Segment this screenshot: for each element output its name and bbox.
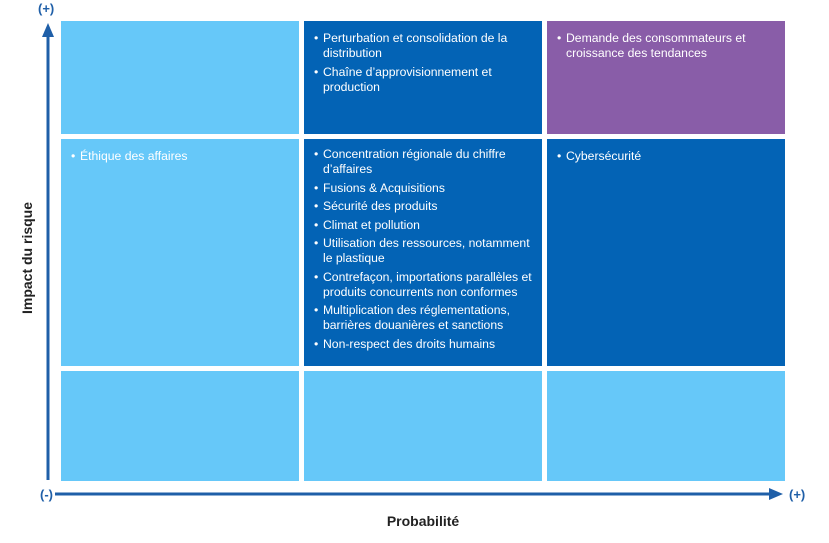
y-axis-arrowhead (42, 23, 54, 37)
risk-item: Concentration régionale du chiffre d’aff… (314, 147, 534, 177)
cell-low-impact-low-probability (61, 371, 299, 481)
risk-item: Perturbation et consolidation de la dist… (314, 31, 534, 61)
risk-list: Éthique des affaires (71, 149, 291, 164)
cell-high-impact-high-probability: Demande des consommateurs et croissance … (547, 21, 785, 134)
origin-low-marker: (-) (40, 487, 53, 502)
risk-list: Perturbation et consolidation de la dist… (314, 31, 534, 95)
risk-matrix: Perturbation et consolidation de la dist… (61, 21, 785, 481)
x-axis-label: Probabilité (386, 513, 460, 529)
cell-low-impact-high-probability (547, 371, 785, 481)
cell-high-impact-low-probability (61, 21, 299, 134)
risk-list: Concentration régionale du chiffre d’aff… (314, 147, 534, 352)
risk-item: Cybersécurité (557, 149, 777, 164)
risk-item: Demande des consommateurs et croissance … (557, 31, 777, 61)
risk-item: Multiplication des réglementations, barr… (314, 303, 534, 333)
risk-item: Climat et pollution (314, 218, 534, 233)
risk-item: Fusions & Acquisitions (314, 181, 534, 196)
y-axis-high-marker: (+) (38, 1, 55, 16)
cell-high-impact-medium-probability: Perturbation et consolidation de la dist… (304, 21, 542, 134)
cell-medium-impact-high-probability: Cybersécurité (547, 139, 785, 366)
cell-medium-impact-low-probability: Éthique des affaires (61, 139, 299, 366)
cell-medium-impact-medium-probability: Concentration régionale du chiffre d’aff… (304, 139, 542, 366)
risk-item: Éthique des affaires (71, 149, 291, 164)
cell-low-impact-medium-probability (304, 371, 542, 481)
risk-item: Utilisation des ressources, notamment le… (314, 236, 534, 266)
risk-list: Demande des consommateurs et croissance … (557, 31, 777, 61)
risk-list: Cybersécurité (557, 149, 777, 164)
risk-item: Sécurité des produits (314, 199, 534, 214)
y-axis-label: Impact du risque (19, 201, 35, 315)
x-axis-arrowhead (769, 488, 783, 500)
risk-item: Chaîne d’approvisionnement et production (314, 65, 534, 95)
risk-item: Contrefaçon, importations parallèles et … (314, 270, 534, 300)
risk-item: Non-respect des droits humains (314, 337, 534, 352)
x-axis-high-marker: (+) (789, 487, 806, 502)
